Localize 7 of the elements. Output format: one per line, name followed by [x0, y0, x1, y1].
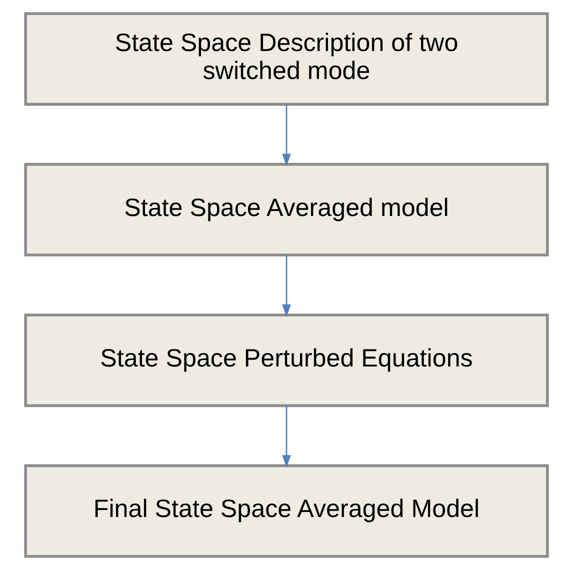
node-box: State Space Averaged model — [24, 162, 549, 256]
arrow — [282, 406, 291, 468]
node-box: Final State Space Averaged Model — [24, 464, 549, 558]
node-box: State Space Perturbed Equations — [24, 314, 549, 408]
arrow — [282, 255, 291, 317]
node-box: State Space Description of two switched mode — [24, 12, 549, 106]
arrow — [282, 104, 291, 166]
